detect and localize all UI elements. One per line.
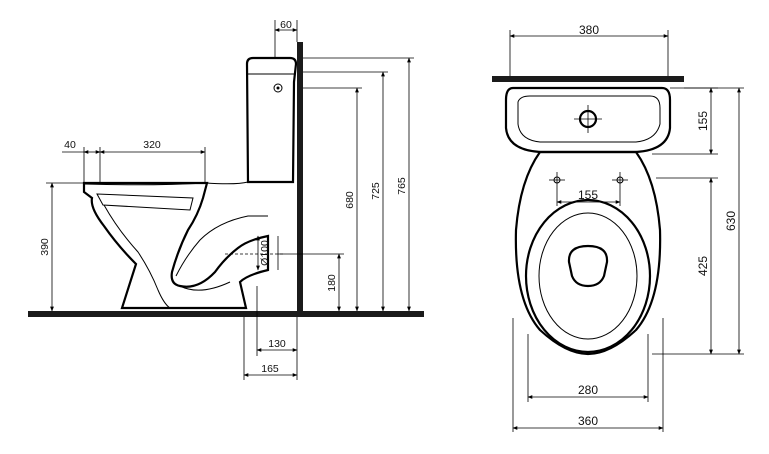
dim-hole-spacing: 155 bbox=[578, 188, 598, 202]
dim-rim-height: 390 bbox=[39, 238, 51, 256]
dim-tank-offset: 60 bbox=[280, 19, 292, 31]
dim-outlet-distance-130: 130 bbox=[268, 338, 286, 350]
dim-outlet-height: 180 bbox=[326, 274, 338, 292]
dim-tank-depth: 155 bbox=[696, 111, 710, 131]
dim-bowl-width: 360 bbox=[578, 414, 598, 428]
side-view: 60 40 320 390 Ø100 180 680 725 765 bbox=[28, 19, 424, 380]
dim-base-width: 280 bbox=[578, 383, 598, 397]
dim-overall-length: 630 bbox=[724, 211, 738, 231]
dim-tank-width: 380 bbox=[579, 23, 599, 37]
dim-tank-height-725: 725 bbox=[370, 182, 382, 200]
top-view: 380 155 155 425 630 280 360 bbox=[492, 23, 744, 432]
drain-plan bbox=[567, 244, 609, 288]
dim-tank-height-680: 680 bbox=[344, 191, 356, 209]
dim-tank-height-765: 765 bbox=[396, 177, 408, 195]
dim-bowl-length: 425 bbox=[696, 256, 710, 276]
dim-seat-depth: 320 bbox=[143, 139, 161, 151]
dim-seat-offset: 40 bbox=[64, 139, 76, 151]
dim-outlet-distance-165: 165 bbox=[261, 363, 279, 375]
bowl-outline bbox=[82, 181, 270, 310]
wall-line bbox=[297, 42, 303, 312]
bowl-plan-outline bbox=[514, 150, 662, 356]
cistern bbox=[245, 56, 298, 184]
wall-plan bbox=[492, 76, 684, 82]
flush-button-icon bbox=[273, 83, 283, 93]
dim-outlet-diameter: Ø100 bbox=[259, 240, 271, 266]
floor-line bbox=[28, 311, 424, 317]
